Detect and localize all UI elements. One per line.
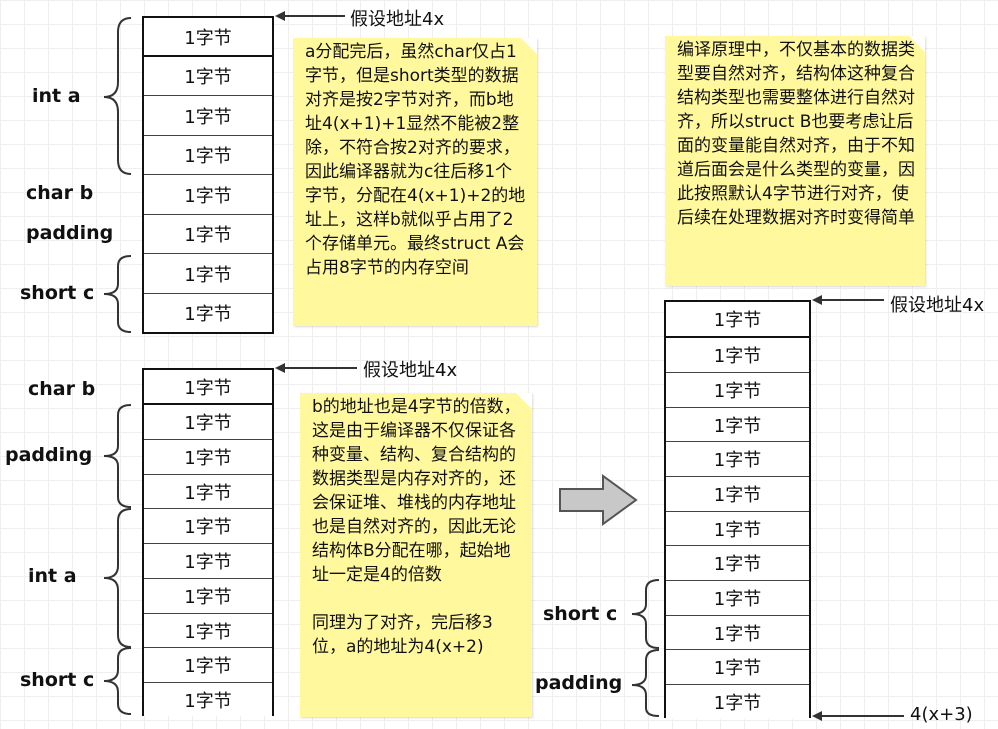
memory-cell: 1字节 bbox=[666, 512, 809, 546]
brace-short-c bbox=[103, 647, 132, 715]
memory-cell: 1字节 bbox=[666, 546, 809, 581]
explanation-note-struct-b: b的地址也是4字节的倍数，这是由于编译器不仅保证各种变量、结构、复合结构的数据类… bbox=[300, 393, 532, 717]
memory-cell: 1字节 bbox=[666, 616, 809, 650]
explanation-note-struct-b-padded: 编译原理中，不仅基本的数据类型要自然对齐，结构体这种复合结构类型也需要整体进行自… bbox=[665, 36, 925, 286]
address-note: 假设地址4x bbox=[890, 295, 985, 316]
memory-cell: 1字节 bbox=[144, 175, 272, 215]
memory-cell: 1字节 bbox=[666, 373, 809, 408]
end-address-note: 4(x+3) bbox=[910, 704, 973, 725]
memory-cell: 1字节 bbox=[144, 579, 272, 614]
memory-cell: 1字节 bbox=[144, 294, 272, 332]
memory-cell: 1字节 bbox=[666, 338, 809, 373]
memory-cell: 1字节 bbox=[144, 648, 272, 683]
label-padding: padding bbox=[5, 444, 93, 466]
struct-a-memory: 1字节 1字节 1字节 1字节 1字节 1字节 1字节 1字节 bbox=[142, 16, 274, 334]
note-text: b的地址也是4字节的倍数，这是由于编译器不仅保证各种变量、结构、复合结构的数据类… bbox=[312, 397, 521, 585]
right-arrow-icon bbox=[559, 474, 638, 526]
memory-cell: 1字节 bbox=[144, 96, 272, 136]
note-text: 同理为了对齐，完后移3位，a的地址为4(x+2) bbox=[312, 613, 493, 657]
label-short-c: short c bbox=[543, 603, 618, 625]
label-int-a: int a bbox=[32, 85, 81, 107]
memory-cell: 1字节 bbox=[666, 477, 809, 512]
label-padding: padding bbox=[26, 222, 114, 244]
memory-cell: 1字节 bbox=[144, 683, 272, 716]
address-note: 假设地址4x bbox=[363, 360, 458, 381]
brace-padding bbox=[631, 649, 660, 717]
memory-cell: 1字节 bbox=[142, 368, 274, 405]
memory-cell: 1字节 bbox=[666, 685, 809, 719]
brace-short-c bbox=[631, 579, 660, 649]
memory-cell: 1字节 bbox=[144, 509, 272, 544]
note-text: a分配完后，虽然char仅占1字节，但是short类型的数据对齐是按2字节对齐，… bbox=[305, 42, 526, 278]
memory-cell: 1字节 bbox=[144, 614, 272, 648]
memory-cell: 1字节 bbox=[666, 581, 809, 616]
memory-cell: 1字节 bbox=[144, 440, 272, 475]
brace-int-a bbox=[103, 508, 132, 648]
memory-cell: 1字节 bbox=[144, 215, 272, 254]
memory-cell: 1字节 bbox=[144, 136, 272, 175]
memory-cell: 1字节 bbox=[144, 57, 272, 96]
label-int-a: int a bbox=[28, 565, 77, 587]
memory-cell: 1字节 bbox=[666, 408, 809, 442]
memory-cell: 1字节 bbox=[144, 405, 272, 440]
label-short-c: short c bbox=[20, 669, 95, 691]
struct-b-padded-memory: 1字节 1字节 1字节 1字节 1字节 1字节 1字节 1字节 1字节 1字节 … bbox=[664, 300, 811, 719]
memory-cell: 1字节 bbox=[664, 300, 811, 338]
brace-short-c bbox=[103, 255, 132, 333]
memory-cell: 1字节 bbox=[144, 254, 272, 294]
address-note: 假设地址4x bbox=[350, 9, 445, 30]
label-padding: padding bbox=[535, 672, 623, 694]
note-text: 编译原理中，不仅基本的数据类型要自然对齐，结构体这种复合结构类型也需要整体进行自… bbox=[677, 40, 915, 228]
brace-int-a bbox=[103, 17, 132, 175]
memory-cell: 1字节 bbox=[666, 442, 809, 477]
memory-cell: 1字节 bbox=[142, 16, 274, 57]
struct-b-memory: 1字节 1字节 1字节 1字节 1字节 1字节 1字节 1字节 1字节 1字节 bbox=[142, 368, 274, 716]
label-char-b: char b bbox=[28, 378, 96, 400]
memory-cell: 1字节 bbox=[144, 475, 272, 509]
label-char-b: char b bbox=[26, 182, 94, 204]
brace-padding bbox=[103, 404, 132, 508]
memory-cell: 1字节 bbox=[666, 650, 809, 685]
memory-cell: 1字节 bbox=[144, 544, 272, 579]
explanation-note-struct-a: a分配完后，虽然char仅占1字节，但是short类型的数据对齐是按2字节对齐，… bbox=[293, 38, 537, 326]
label-short-c: short c bbox=[20, 282, 95, 304]
